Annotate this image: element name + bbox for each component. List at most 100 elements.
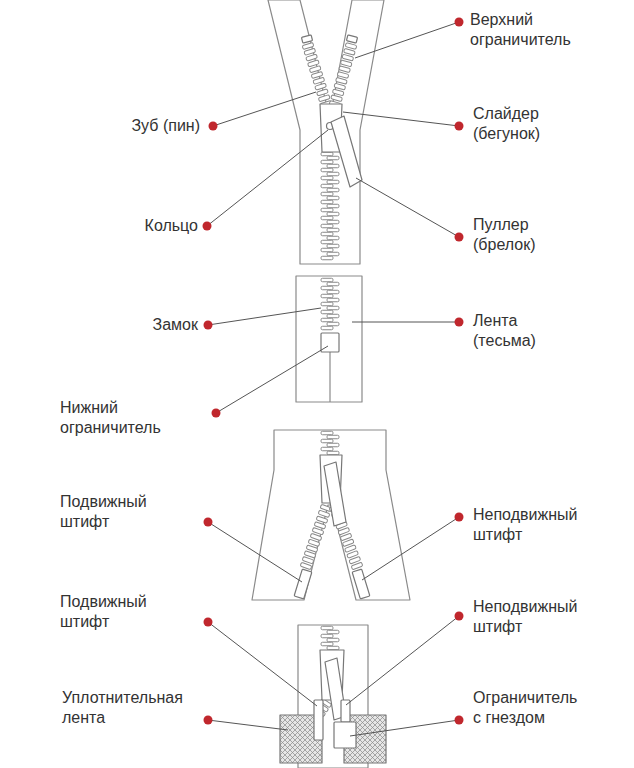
- zipper-tooth: [321, 626, 333, 630]
- retainer-box: [334, 722, 356, 748]
- part-label: Ограничитель с гнездом: [473, 688, 582, 728]
- callout-dot: [455, 716, 464, 725]
- zipper-tooth: [321, 278, 333, 282]
- zipper-tooth: [321, 176, 333, 180]
- zipper-tooth: [327, 172, 339, 176]
- leader-line: [362, 517, 459, 580]
- part-label: Нижний ограничитель: [60, 398, 165, 438]
- zipper-tooth: [321, 232, 333, 236]
- zipper-tooth: [321, 634, 333, 638]
- callout-dot: [455, 122, 464, 131]
- part-label: Неподвижный штифт: [473, 597, 582, 637]
- zipper-tooth: [321, 318, 333, 322]
- part-label: Зуб (пин): [131, 116, 200, 136]
- zipper-tooth: [345, 43, 357, 50]
- zipper-tooth: [340, 60, 352, 67]
- leader-line: [355, 22, 459, 58]
- zipper-tooth: [336, 77, 348, 84]
- callout-dot: [455, 513, 464, 522]
- leader-line: [352, 322, 459, 323]
- zipper-tooth: [327, 228, 339, 232]
- fixed-pin: [352, 569, 370, 599]
- part-label: Подвижный штифт: [60, 592, 151, 632]
- puller: [324, 462, 346, 526]
- zipper-tooth: [321, 310, 333, 314]
- movable-pin: [294, 569, 312, 599]
- callout-dot: [204, 518, 213, 527]
- leader-line: [346, 616, 459, 705]
- callout-dot: [203, 222, 212, 231]
- zipper-tooth: [321, 160, 333, 164]
- zipper-tooth: [334, 83, 346, 90]
- zipper-tooth: [327, 306, 339, 310]
- zipper-tooth: [300, 562, 312, 569]
- zipper-tooth: [327, 443, 339, 447]
- zipper-tooth: [321, 152, 333, 156]
- zipper-tooth: [321, 302, 333, 306]
- zipper-tooth: [327, 204, 339, 208]
- tape-seam: [329, 352, 330, 402]
- zipper-tooth: [327, 244, 339, 248]
- zipper-tooth: [321, 216, 333, 220]
- zipper-tooth: [327, 164, 339, 168]
- top-stop: [301, 35, 312, 43]
- zipper-tooth: [321, 256, 333, 260]
- zipper-tooth: [321, 240, 333, 244]
- leader-line: [356, 178, 459, 237]
- callout-dot: [455, 18, 464, 27]
- zipper-tooth: [321, 248, 333, 252]
- zipper-tooth: [321, 431, 333, 435]
- zipper-tooth: [327, 180, 339, 184]
- zipper-tooth: [327, 298, 339, 302]
- zipper-tooth: [321, 200, 333, 204]
- zipper-tooth: [321, 294, 333, 298]
- zipper-tooth: [327, 282, 339, 286]
- leader-line: [208, 308, 321, 325]
- zipper-tooth: [327, 322, 339, 326]
- leader-line: [216, 346, 328, 413]
- zipper-tooth: [344, 48, 356, 55]
- part-label: Неподвижный штифт: [473, 505, 582, 545]
- zipper-tooth: [327, 188, 339, 192]
- zipper-tooth: [321, 439, 333, 443]
- zipper-tooth: [327, 290, 339, 294]
- leader-line: [208, 622, 317, 706]
- zipper-tooth: [327, 252, 339, 256]
- leader-line: [208, 720, 288, 730]
- leader-line: [208, 522, 302, 582]
- part-label: Подвижный штифт: [60, 492, 151, 532]
- part-label: Лента (тесьма): [473, 311, 540, 351]
- zipper-tooth: [327, 646, 339, 650]
- callout-dot: [455, 318, 464, 327]
- part-label: Слайдер (бегунок): [473, 104, 545, 144]
- zipper-tooth: [327, 236, 339, 240]
- part-label: Уплотнительная лента: [62, 688, 187, 728]
- part-label: Кольцо: [145, 216, 198, 236]
- zipper-tooth: [327, 156, 339, 160]
- callout-dot: [204, 321, 213, 330]
- leader-line: [350, 720, 459, 736]
- zipper-tooth: [351, 562, 363, 570]
- part-label: Верхний ограничитель: [470, 10, 575, 50]
- leader-line: [207, 130, 328, 226]
- zipper-tooth: [321, 168, 333, 172]
- tape: [296, 276, 362, 402]
- zipper-tooth: [342, 54, 354, 61]
- zipper-tooth: [321, 184, 333, 188]
- zipper-tooth: [327, 638, 339, 642]
- callout-dot: [455, 233, 464, 242]
- zipper-tooth: [327, 314, 339, 318]
- zipper-tooth: [321, 447, 333, 451]
- zipper-tooth: [339, 66, 351, 73]
- zipper-tooth: [321, 192, 333, 196]
- top-stop: [346, 35, 357, 43]
- zipper-tooth: [327, 212, 339, 216]
- zipper-tooth: [321, 208, 333, 212]
- callout-dot: [455, 612, 464, 621]
- part-label: Пуллер (брелок): [473, 215, 540, 255]
- zipper-tooth: [327, 196, 339, 200]
- leader-line: [213, 92, 316, 126]
- zipper-tooth: [321, 642, 333, 646]
- movable-pin: [314, 700, 323, 740]
